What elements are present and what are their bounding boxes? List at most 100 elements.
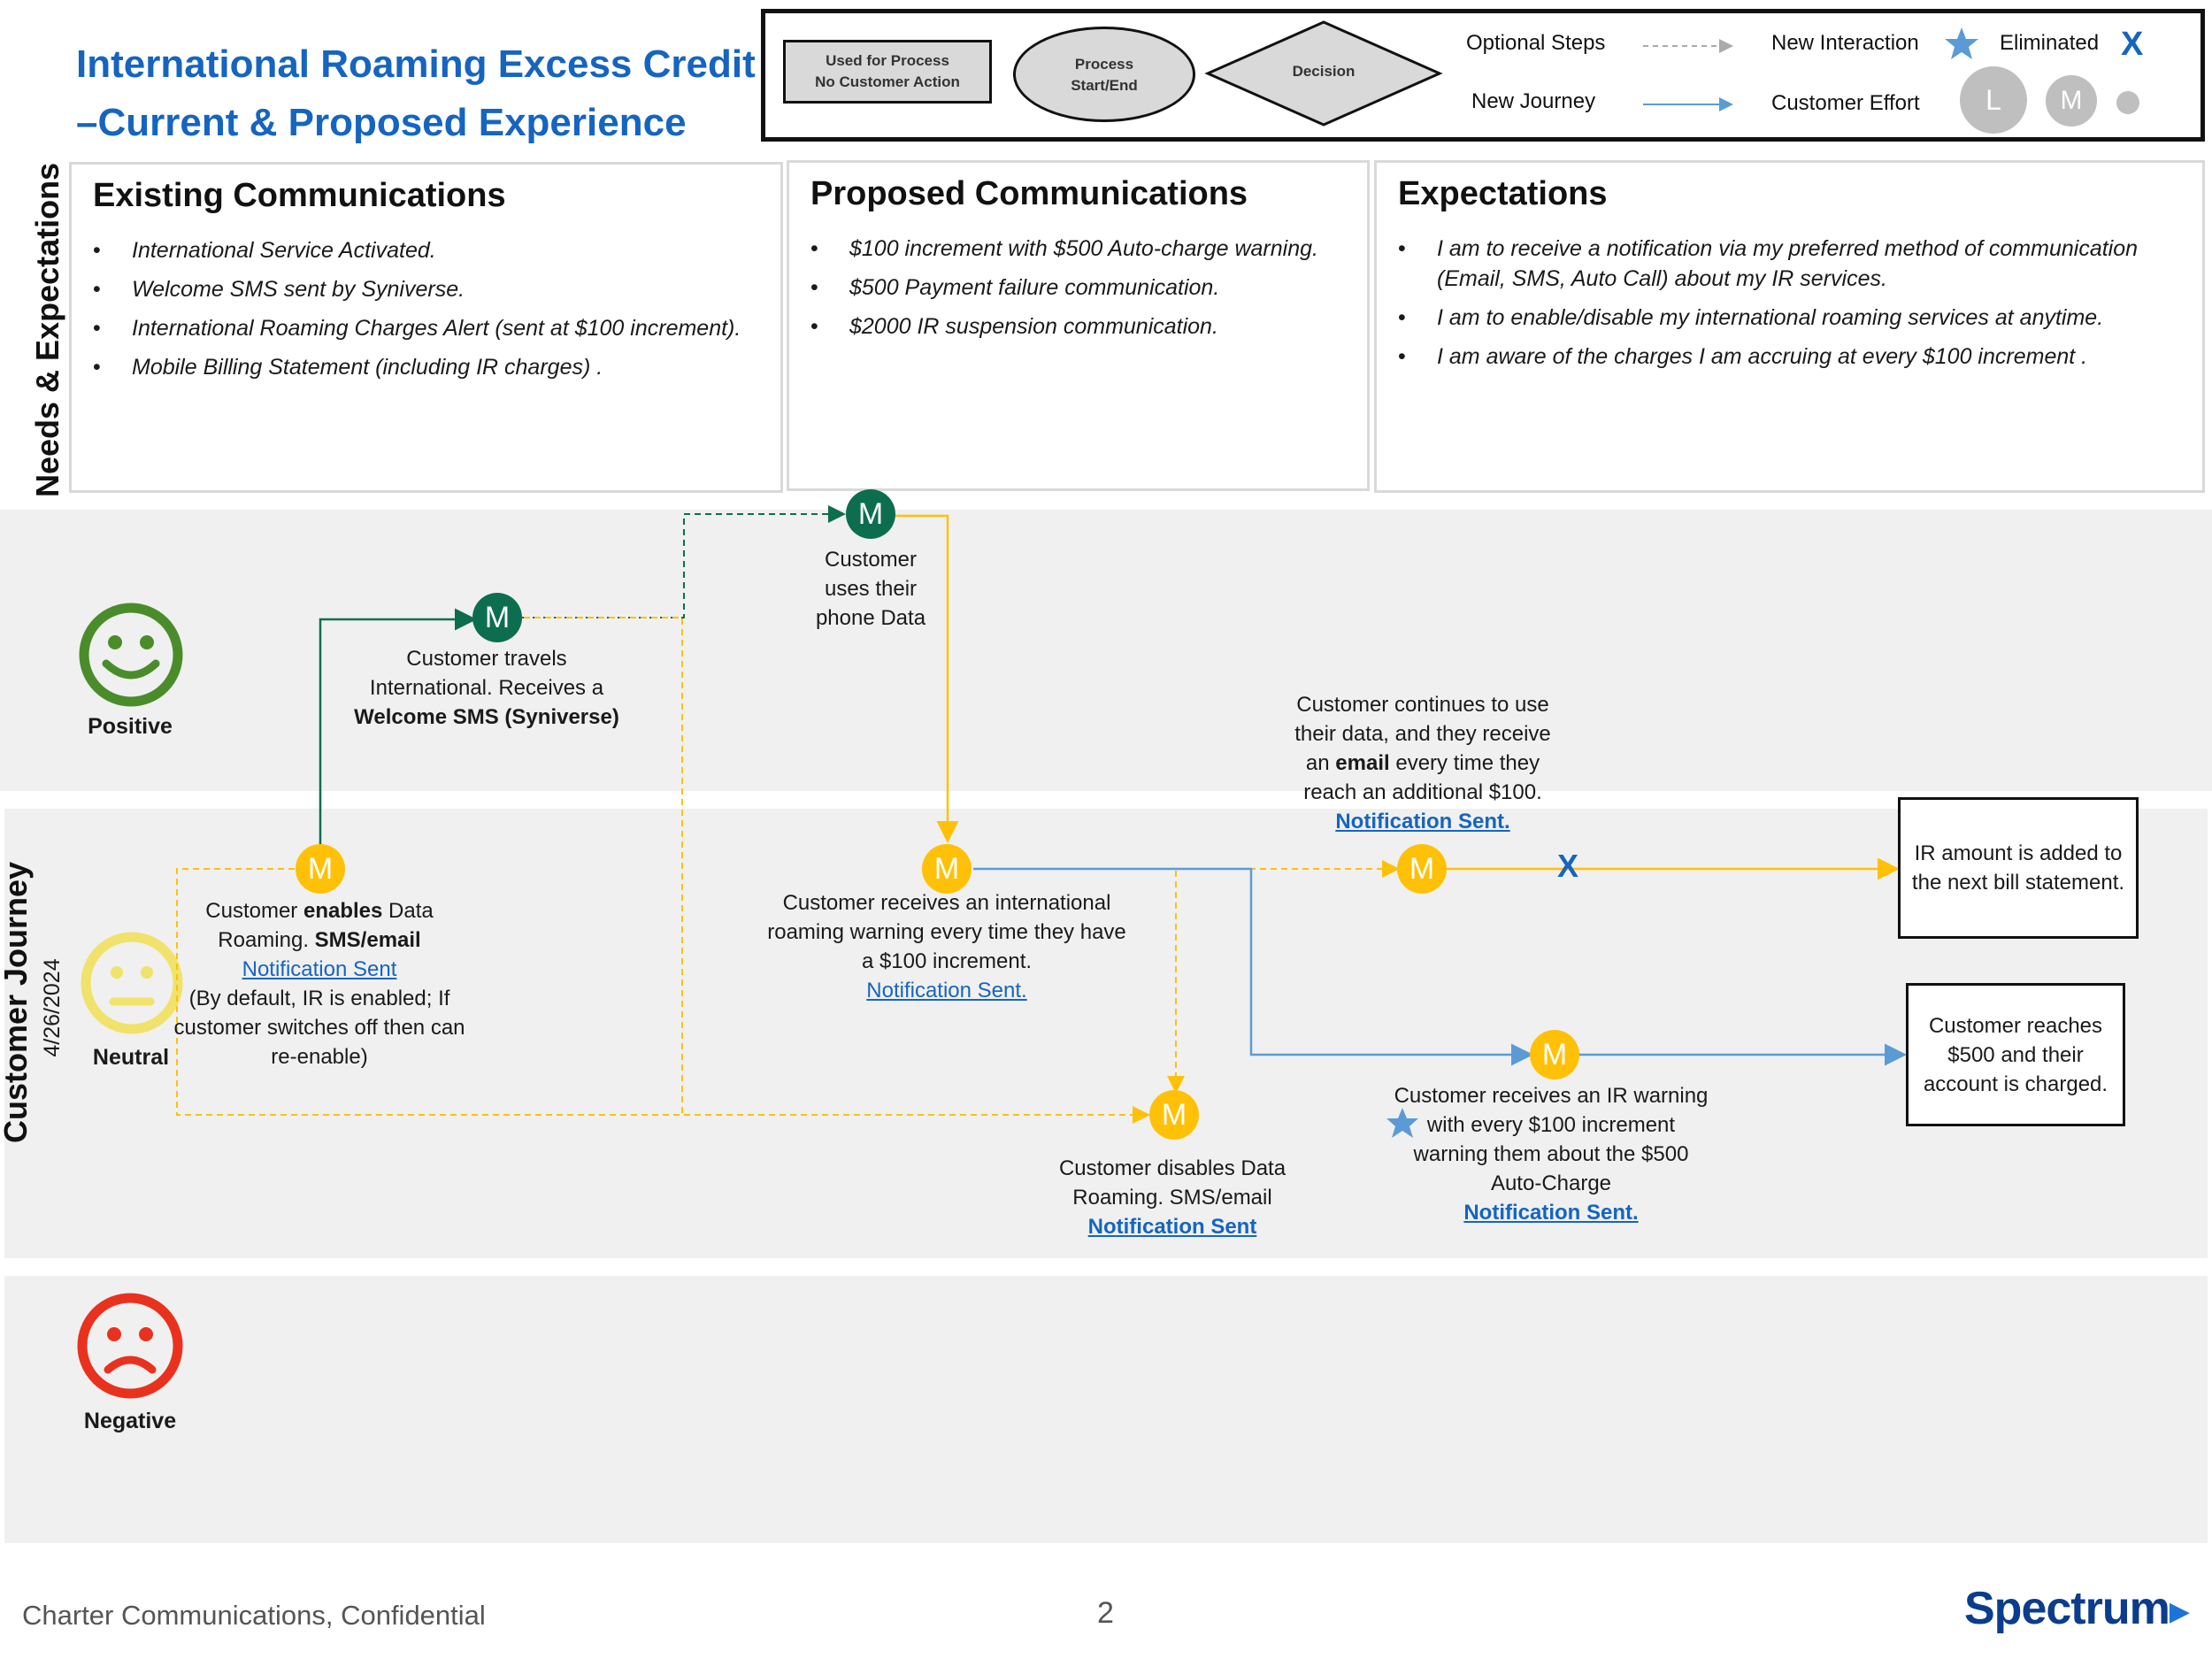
connector-enable-to-disable — [176, 868, 1150, 1124]
title-line-2: –Current & Proposed Experience — [76, 101, 687, 144]
legend-process-box: Used for Process No Customer Action — [783, 40, 992, 104]
expectations-heading: Expectations — [1398, 175, 1608, 212]
travel-text-bold: Welcome SMS (Syniverse) — [354, 705, 619, 729]
travel-text-line2: International. Receives a — [369, 676, 604, 700]
step-enable-text: Customer enables Data Roaming. SMS/email… — [173, 896, 465, 1071]
disable-text: Customer disables Data Roaming. SMS/emai… — [1058, 1156, 1286, 1210]
negative-band — [4, 1276, 2208, 1543]
node-enable: M — [296, 844, 345, 894]
connector-travel-to-uses-data — [522, 505, 846, 618]
negative-frown-icon — [77, 1293, 183, 1399]
neutral-face-icon — [81, 932, 183, 1034]
expectations-list: I am to receive a notification via my pr… — [1396, 234, 2185, 380]
existing-heading: Existing Communications — [93, 177, 506, 214]
uses-data-line3: phone Data — [815, 606, 926, 630]
step-disable-text: Customer disables Data Roaming. SMS/emai… — [1035, 1154, 1310, 1241]
expectations-panel: Expectations I am to receive a notificat… — [1374, 160, 2205, 493]
email-text-post: every time they — [1389, 751, 1540, 775]
proposed-list: $100 increment with $500 Auto-charge war… — [809, 234, 1349, 350]
list-item: Mobile Billing Statement (including IR c… — [91, 352, 763, 382]
enable-text-post: Data — [382, 899, 434, 923]
list-item: $2000 IR suspension communication. — [809, 311, 1349, 342]
legend-start-end-text-1: Process — [1074, 56, 1134, 73]
new-interaction-star-icon — [1386, 1108, 1418, 1138]
legend-process-text-2: No Customer Action — [815, 73, 960, 90]
outcome-bill-box: IR amount is added to the next bill stat… — [1898, 797, 2139, 939]
effort-medium-icon: M — [2046, 75, 2097, 127]
legend-start-end-text-2: Start/End — [1071, 77, 1138, 94]
legend-start-end-oval: Process Start/End — [1013, 27, 1195, 122]
step-travel-text: Customer travels International. Receives… — [327, 644, 646, 732]
legend-eliminated-x-icon: X — [2121, 26, 2144, 63]
page-number: 2 — [1097, 1596, 1114, 1630]
uses-data-line2: uses their — [824, 577, 918, 601]
positive-label: Positive — [88, 714, 173, 739]
effort-high-icon — [2116, 91, 2139, 114]
enable-text-line2: Roaming. — [218, 928, 315, 952]
step-email-text: Customer continues to use their data, an… — [1265, 690, 1580, 836]
step-uses-data-text: Customer uses their phone Data — [782, 545, 959, 633]
enable-notification-link[interactable]: Notification Sent — [242, 957, 397, 981]
email-text-line2: their data, and they receive — [1294, 722, 1551, 746]
list-item: $100 increment with $500 Auto-charge war… — [809, 234, 1349, 264]
step-ir-warning-text: Customer receives an IR warning with eve… — [1389, 1081, 1713, 1227]
step-warning-text: Customer receives an international roami… — [761, 888, 1133, 1005]
star-icon — [1945, 27, 1978, 59]
legend-process-text-1: Used for Process — [826, 52, 949, 69]
node-travel: M — [472, 593, 522, 642]
list-item: I am to enable/disable my international … — [1396, 303, 2185, 333]
list-item: I am aware of the charges I am accruing … — [1396, 342, 2185, 372]
email-notification-link[interactable]: Notification Sent. — [1335, 810, 1510, 833]
enable-text-pre: Customer — [205, 899, 303, 923]
legend-customer-effort: Customer Effort — [1771, 91, 1920, 115]
ir-warning-notification-link[interactable]: Notification Sent. — [1463, 1201, 1639, 1225]
list-item: International Roaming Charges Alert (sen… — [91, 313, 763, 343]
list-item: $500 Payment failure communication. — [809, 273, 1349, 303]
connector-enable-to-travel — [319, 608, 477, 845]
logo-arrow-icon: ▶ — [2169, 1596, 2190, 1626]
email-text-line1: Customer continues to use — [1296, 693, 1549, 717]
connector-travel-to-disable — [524, 617, 683, 1115]
enable-text-line2-bold: SMS/email — [314, 928, 421, 952]
footer-confidential: Charter Communications, Confidential — [22, 1600, 486, 1631]
enable-text-bold: enables — [303, 899, 383, 923]
node-email: M — [1397, 844, 1447, 894]
eliminated-x-icon: X — [1557, 848, 1579, 884]
ir-warning-text: Customer receives an IR warning with eve… — [1394, 1084, 1709, 1195]
email-text-line4: reach an additional $100. — [1303, 780, 1542, 804]
list-item: International Service Activated. — [91, 235, 763, 265]
page-title: International Roaming Excess Credit –Cur… — [76, 35, 756, 152]
positive-smiley-icon — [79, 603, 183, 707]
node-uses-data: M — [846, 489, 895, 539]
outcome-charged-box: Customer reaches $500 and their account … — [1906, 983, 2125, 1126]
neutral-label: Neutral — [92, 1045, 170, 1070]
list-item: Welcome SMS sent by Syniverse. — [91, 274, 763, 304]
connector-uses-data-to-warning — [895, 514, 959, 843]
warning-notification-link[interactable]: Notification Sent. — [866, 979, 1027, 1002]
enable-text-note: (By default, IR is enabled; If customer … — [173, 987, 465, 1069]
legend-dashed-arrow-icon — [1643, 39, 1733, 53]
existing-list: International Service Activated. Welcome… — [91, 235, 763, 391]
legend-solid-arrow-icon — [1643, 97, 1733, 111]
existing-communications-panel: Existing Communications International Se… — [69, 162, 783, 493]
warning-text: Customer receives an international roami… — [767, 891, 1126, 973]
node-ir-warning: M — [1530, 1030, 1579, 1079]
legend-decision-label: Decision — [1292, 63, 1356, 80]
positive-band — [0, 510, 2212, 791]
legend-new-interaction: New Interaction — [1771, 31, 1919, 55]
travel-text-line1: Customer travels — [406, 647, 567, 671]
node-warning: M — [922, 844, 972, 894]
title-line-1: International Roaming Excess Credit — [76, 42, 756, 86]
proposed-heading: Proposed Communications — [810, 175, 1248, 212]
connector-warning-to-ir-warning — [973, 867, 1533, 1066]
disable-notification-link[interactable]: Notification Sent — [1087, 1215, 1257, 1239]
email-text-pre: an — [1305, 751, 1336, 775]
legend-eliminated: Eliminated — [2000, 31, 2100, 55]
uses-data-line1: Customer — [824, 548, 918, 572]
effort-low-icon: L — [1960, 66, 2027, 134]
proposed-communications-panel: Proposed Communications $100 increment w… — [787, 160, 1370, 491]
spectrum-logo-text: Spectrum — [1964, 1583, 2170, 1634]
legend-decision-diamond — [1204, 20, 1443, 127]
neutral-band — [4, 809, 2208, 1258]
